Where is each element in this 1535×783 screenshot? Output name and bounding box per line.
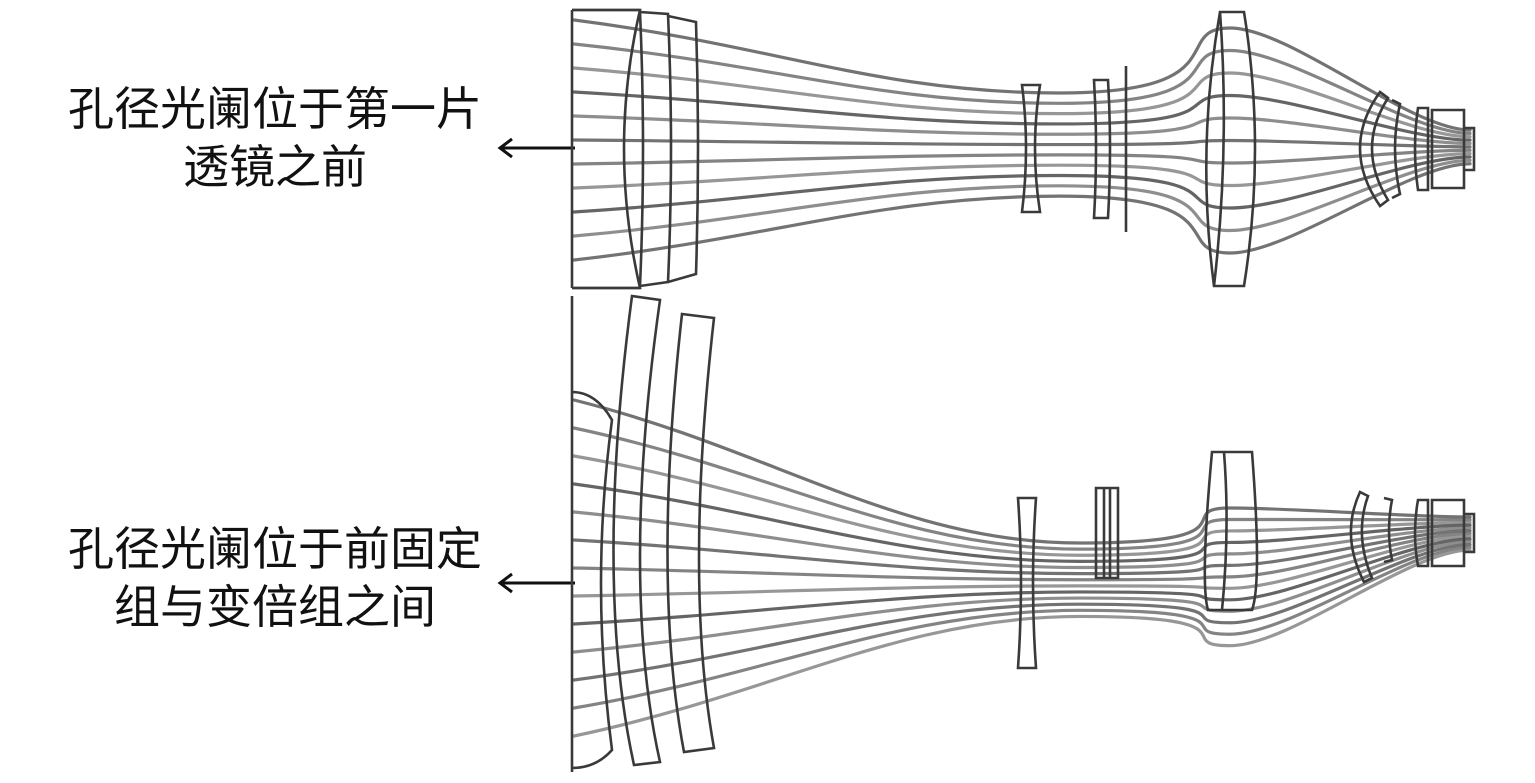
label-bottom-line2: 组与变倍组之间 — [114, 580, 436, 634]
bottom-ray — [572, 398, 1472, 545]
bottom-variator-lens — [1016, 496, 1038, 670]
top-ray — [572, 148, 1472, 166]
top-rear-lens-mid — [1212, 11, 1226, 287]
bottom-front-lens-1 — [571, 390, 614, 770]
bottom-ray — [572, 534, 1472, 598]
bottom-ray — [572, 531, 1472, 582]
label-bottom-line1: 孔径光阑位于前固定 — [68, 522, 482, 576]
bottom-rear-lens — [1203, 450, 1259, 612]
top-ray — [572, 138, 1472, 149]
bottom-ray-bundle — [572, 398, 1472, 738]
top-lens-group — [570, 8, 1476, 290]
arrow-bottom — [497, 572, 575, 594]
bottom-ray — [572, 482, 1472, 563]
bottom-front-lens-3 — [666, 312, 716, 754]
bottom-ray — [572, 529, 1472, 576]
bottom-front-lens-2 — [612, 294, 662, 767]
top-ray — [572, 66, 1472, 139]
bottom-detector — [1430, 498, 1466, 568]
bottom-relay-lens-1 — [1349, 490, 1374, 584]
top-variator-lens — [1020, 83, 1042, 214]
top-ray — [572, 158, 1472, 238]
bottom-ray — [572, 454, 1472, 557]
label-top-line1: 孔径光阑位于第一片 — [68, 82, 482, 136]
bottom-lens-group — [570, 294, 1476, 772]
top-front-lens-1 — [572, 8, 642, 290]
bottom-compensator-lens — [1094, 486, 1120, 580]
top-front-lens-2 — [638, 11, 645, 287]
bottom-ray — [572, 545, 1472, 710]
top-ray — [572, 18, 1472, 132]
top-ray — [572, 162, 1472, 262]
bottom-ray — [572, 540, 1472, 654]
top-ray-bundle — [572, 18, 1472, 262]
top-front-lens-3 — [639, 10, 673, 288]
top-detector — [1430, 108, 1466, 190]
top-relay-lens-2 — [1391, 98, 1402, 200]
bottom-compensator-lens-2 — [1102, 488, 1112, 578]
top-front-lens-4 — [667, 14, 700, 284]
label-stop-before-first-lens: 孔径光阑位于第一片 透镜之前 — [40, 80, 510, 196]
bottom-ray — [572, 537, 1472, 626]
bottom-relay-lens-2 — [1383, 496, 1394, 564]
bottom-ray — [572, 426, 1472, 551]
top-ray — [572, 42, 1472, 135]
top-relay-lens-3 — [1413, 106, 1430, 192]
bottom-detector-window — [1464, 512, 1476, 554]
top-relay-lens-1 — [1358, 90, 1390, 208]
top-ray — [572, 114, 1472, 146]
bottom-rear-lens-mid — [1220, 451, 1228, 611]
top-ray — [572, 152, 1472, 190]
bottom-ray — [572, 548, 1472, 738]
label-top-line2: 透镜之前 — [183, 140, 367, 194]
bottom-relay-lens-3 — [1413, 498, 1430, 568]
arrow-top — [497, 137, 575, 159]
top-ray — [572, 155, 1472, 214]
bottom-ray — [572, 542, 1472, 682]
top-ray — [572, 90, 1472, 142]
label-stop-between-groups: 孔径光阑位于前固定 组与变倍组之间 — [40, 520, 510, 636]
top-compensator-lens — [1092, 78, 1112, 220]
top-detector-window — [1464, 126, 1476, 172]
bottom-ray — [572, 510, 1472, 570]
top-rear-lens — [1204, 10, 1257, 288]
